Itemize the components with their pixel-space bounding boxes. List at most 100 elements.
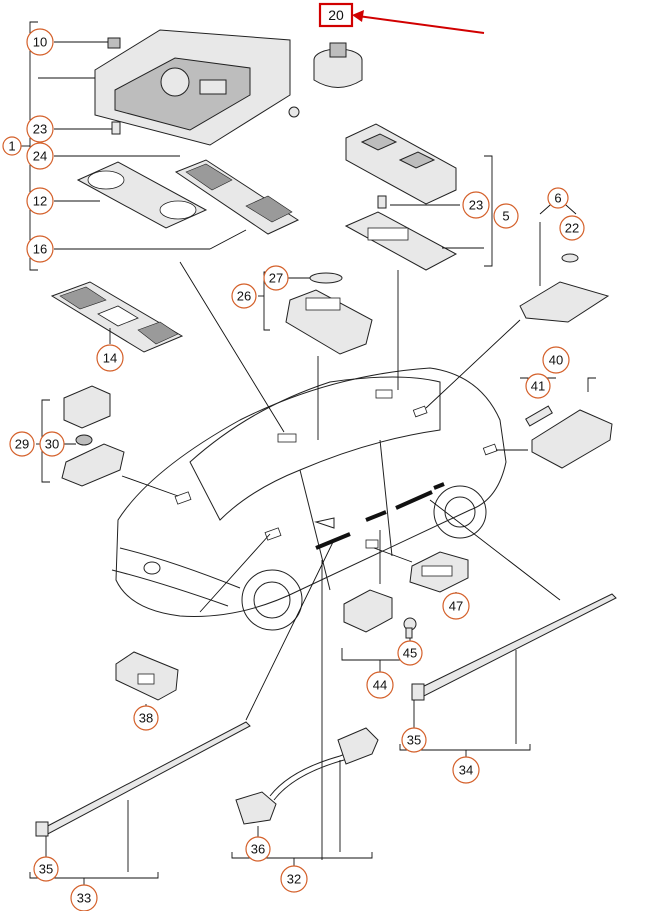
part-12-lens <box>76 161 208 229</box>
callout-circle <box>96 344 124 372</box>
callout-label: 26 <box>237 289 251 304</box>
callout-circle <box>33 856 59 882</box>
part-16-pad <box>174 159 300 235</box>
callout-23[interactable]: 23 <box>462 191 490 219</box>
callout-16[interactable]: 16 <box>26 235 54 263</box>
callout-label: 36 <box>251 842 265 857</box>
callout-44[interactable]: 44 <box>366 671 394 699</box>
highlight-arrow-head <box>352 10 364 22</box>
callout-circle <box>231 283 257 309</box>
callout-label: 35 <box>407 733 421 748</box>
part-40-light <box>525 405 613 469</box>
callout-label: 29 <box>15 437 29 452</box>
callout-22[interactable]: 22 <box>559 215 585 241</box>
callout-label: 5 <box>502 209 509 224</box>
callout-24[interactable]: 24 <box>26 142 54 170</box>
part-26-light <box>285 272 373 355</box>
callout-circle <box>133 705 159 731</box>
callout-label: 44 <box>373 678 387 693</box>
callout-circle <box>26 142 54 170</box>
car-body <box>111 367 507 631</box>
callout-36[interactable]: 36 <box>245 836 271 862</box>
callout-label: 10 <box>33 35 47 50</box>
callout-label: 32 <box>287 872 301 887</box>
callout-circle <box>542 346 570 374</box>
callout-27[interactable]: 27 <box>263 265 289 291</box>
callout-35[interactable]: 35 <box>401 727 427 753</box>
callout-circle <box>263 265 289 291</box>
callout-circle <box>26 115 54 143</box>
callout-41[interactable]: 41 <box>525 373 551 399</box>
callout-1[interactable]: 1 <box>2 136 22 156</box>
callout-circle <box>2 136 22 156</box>
callout-45[interactable]: 45 <box>397 640 423 666</box>
callout-label: 34 <box>459 763 473 778</box>
callout-circle <box>39 431 65 457</box>
callout-34[interactable]: 34 <box>452 756 480 784</box>
part-console <box>94 29 300 146</box>
callout-23[interactable]: 23 <box>26 115 54 143</box>
callout-circle <box>397 640 423 666</box>
callout-label: 14 <box>103 351 117 366</box>
part-33-strip <box>35 721 251 837</box>
callout-circle <box>280 865 308 893</box>
callout-circle <box>559 215 585 241</box>
callout-33[interactable]: 33 <box>70 884 98 911</box>
callout-label: 30 <box>45 437 59 452</box>
part-34-strip <box>411 593 617 701</box>
callout-circle <box>70 884 98 911</box>
callout-label: 38 <box>139 711 153 726</box>
part-38-light <box>115 651 179 701</box>
callout-label: 41 <box>531 379 545 394</box>
callout-label: 40 <box>549 353 563 368</box>
callout-12[interactable]: 12 <box>26 187 54 215</box>
highlight-arrow-line <box>357 15 485 34</box>
callout-label: 12 <box>33 194 47 209</box>
part-14-pad <box>50 281 184 353</box>
callout-label: 27 <box>269 271 283 286</box>
callout-circle <box>245 836 271 862</box>
highlight-label: 20 <box>328 7 344 23</box>
part-20-switch <box>313 42 363 88</box>
part-47-light <box>409 551 469 593</box>
callout-circle <box>9 431 35 457</box>
callout-38[interactable]: 38 <box>133 705 159 731</box>
part-6-light <box>519 253 610 323</box>
callout-10[interactable]: 10 <box>26 28 54 56</box>
callout-label: 22 <box>565 221 579 236</box>
callout-circle <box>401 727 427 753</box>
callout-32[interactable]: 32 <box>280 865 308 893</box>
callout-circle <box>442 592 470 620</box>
callout-5[interactable]: 5 <box>493 203 519 229</box>
callout-circle <box>525 373 551 399</box>
callout-label: 47 <box>449 599 463 614</box>
callout-47[interactable]: 47 <box>442 592 470 620</box>
callout-label: 45 <box>403 646 417 661</box>
highlight-20[interactable]: 20 <box>318 2 485 34</box>
part-29-housing <box>61 385 125 487</box>
callout-30[interactable]: 30 <box>39 431 65 457</box>
part-44-light <box>343 589 417 639</box>
callout-35[interactable]: 35 <box>33 856 59 882</box>
callout-label: 23 <box>33 122 47 137</box>
callout-label: 24 <box>33 149 47 164</box>
callout-circle <box>26 235 54 263</box>
callout-29[interactable]: 29 <box>9 431 35 457</box>
callout-label: 23 <box>469 198 483 213</box>
callout-26[interactable]: 26 <box>231 283 257 309</box>
part-5-module <box>344 123 458 271</box>
callout-circle <box>366 671 394 699</box>
callout-circle <box>462 191 490 219</box>
callout-circle <box>547 187 569 209</box>
callout-14[interactable]: 14 <box>96 344 124 372</box>
callout-label: 1 <box>8 139 15 154</box>
callout-40[interactable]: 40 <box>542 346 570 374</box>
callout-circle <box>493 203 519 229</box>
callout-circle <box>452 756 480 784</box>
callout-label: 16 <box>33 242 47 257</box>
callout-circle <box>26 187 54 215</box>
callout-label: 6 <box>554 191 561 206</box>
part-32-cable <box>235 727 379 825</box>
callout-6[interactable]: 6 <box>547 187 569 209</box>
